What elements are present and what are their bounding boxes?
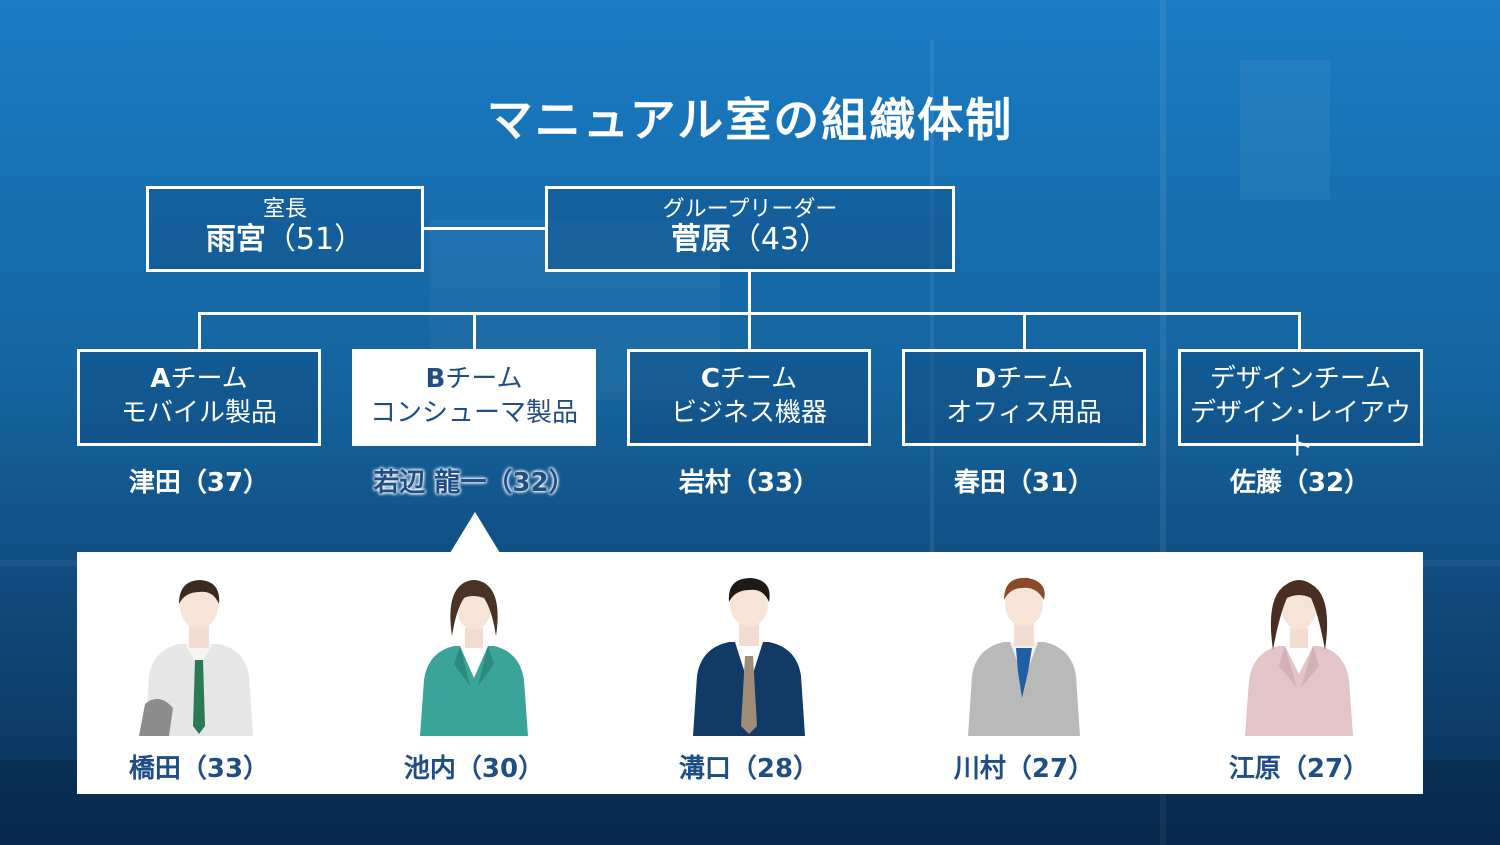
connector-leader-down <box>748 270 751 314</box>
member-card: 橋田（33） <box>77 552 321 794</box>
team-code: A <box>150 364 171 394</box>
male-navy-suit-icon <box>693 578 805 736</box>
team-b-members-panel: 橋田（33） 池内（30） 溝口（28） <box>77 552 1423 794</box>
group-leader-box: グループリーダー 菅原（43） <box>545 186 955 272</box>
team-design-leader: 佐藤（32） <box>1229 468 1371 498</box>
team-code: D <box>974 364 997 394</box>
team-suffix: チーム <box>996 364 1074 394</box>
team-suffix: チーム <box>170 364 248 394</box>
connector-team-c <box>748 312 751 350</box>
male-gray-suit-icon <box>968 577 1080 736</box>
team-suffix: デザインチーム <box>1209 364 1392 394</box>
member-name: 池内（30） <box>403 754 545 784</box>
team-a-leader: 津田（37） <box>128 468 270 498</box>
head-box: 室長 雨宮（51） <box>146 186 424 272</box>
connector-team-b <box>473 312 476 350</box>
team-b-leader: 若辺 龍一（32） <box>373 468 575 498</box>
team-code: B <box>425 364 446 394</box>
page-title: マニュアル室の組織体制 <box>486 93 1014 147</box>
member-name: 江原（27） <box>1228 754 1370 784</box>
female-teal-suit-icon <box>420 580 528 736</box>
female-pink-suit-icon <box>1245 580 1353 736</box>
team-product: モバイル製品 <box>120 398 277 428</box>
team-code: C <box>700 364 720 394</box>
team-product: コンシューマ製品 <box>369 398 578 428</box>
head-role: 室長 <box>262 197 307 222</box>
member-name: 溝口（28） <box>678 754 820 784</box>
callout-pointer <box>450 512 500 553</box>
group-leader-name: 菅原 <box>670 222 731 257</box>
group-leader-age: （43） <box>730 222 830 257</box>
member-card: 池内（30） <box>352 552 596 794</box>
team-d-leader: 春田（31） <box>953 468 1095 498</box>
member-name: 川村（27） <box>953 754 1095 784</box>
team-design-box[interactable]: デザインチーム デザイン･レイアウト <box>1178 349 1423 462</box>
team-b-box[interactable]: Bチーム コンシューマ製品 <box>352 349 596 446</box>
connector-team-d <box>1023 312 1026 350</box>
member-card: 江原（27） <box>1177 552 1421 794</box>
connector-team-design <box>1298 312 1301 350</box>
team-c-leader: 岩村（33） <box>678 468 820 498</box>
team-suffix: チーム <box>719 364 798 394</box>
head-age: （51） <box>265 222 365 257</box>
group-leader-role: グループリーダー <box>662 197 838 222</box>
member-name: 橋田（33） <box>128 754 270 784</box>
connector-head-leader <box>422 227 546 230</box>
member-card: 溝口（28） <box>627 552 871 794</box>
team-product: オフィス用品 <box>946 398 1102 428</box>
team-product: デザイン･レイアウト <box>1189 398 1411 462</box>
team-suffix: チーム <box>445 364 523 394</box>
member-card: 川村（27） <box>902 552 1146 794</box>
head-name: 雨宮 <box>205 222 266 257</box>
team-product: ビジネス機器 <box>670 398 827 428</box>
team-d-box[interactable]: Dチーム オフィス用品 <box>902 349 1146 446</box>
male-light-shirt-icon <box>139 580 253 736</box>
team-c-box[interactable]: Cチーム ビジネス機器 <box>627 349 871 446</box>
team-a-box[interactable]: Aチーム モバイル製品 <box>77 349 321 446</box>
connector-team-a <box>198 312 201 350</box>
